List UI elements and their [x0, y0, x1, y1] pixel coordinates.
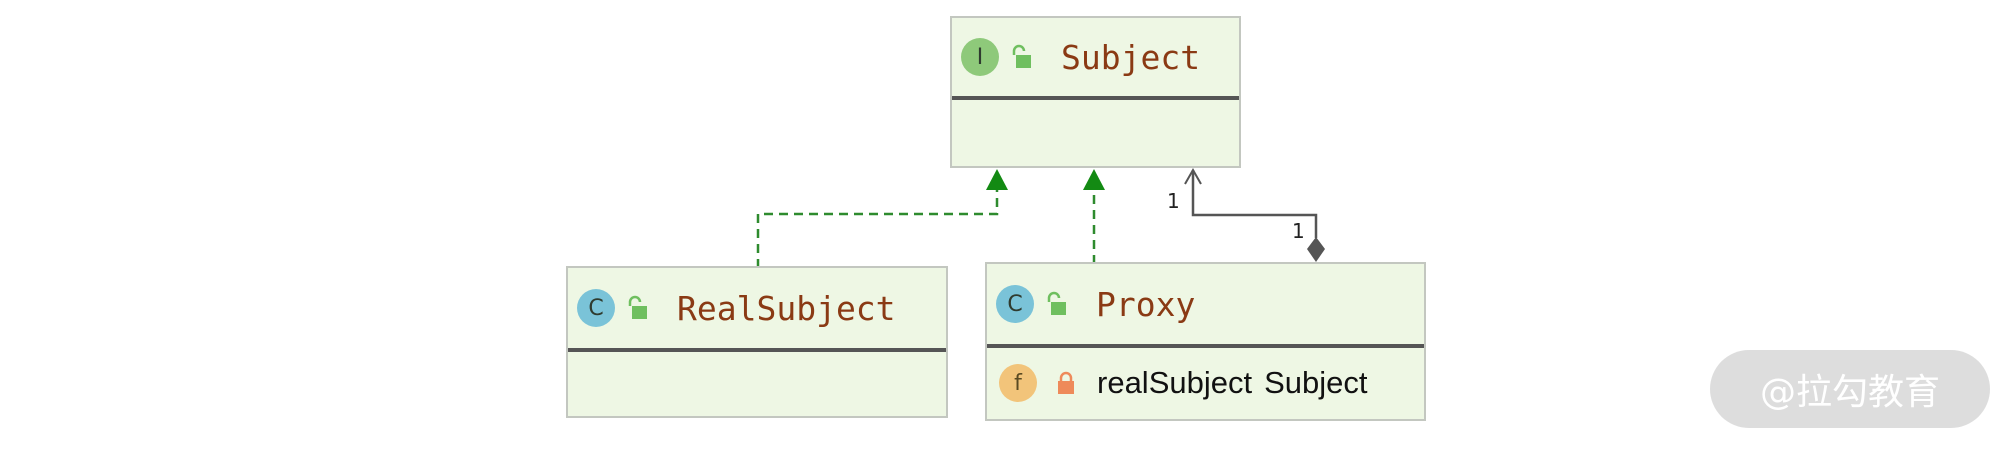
- realsubject-class-box[interactable]: C RealSubject: [566, 266, 948, 418]
- class-badge-icon: C: [996, 285, 1034, 323]
- proxy-class-box[interactable]: C Proxy f realSubject Subject: [985, 262, 1426, 421]
- association-edge: [1191, 170, 1318, 238]
- proxy-header: C Proxy: [987, 264, 1424, 348]
- watermark-text: @拉勾教育: [1759, 372, 1940, 413]
- watermark-badge: @拉勾教育: [1710, 350, 1990, 428]
- association-open-arrowhead: [1184, 167, 1202, 185]
- unlock-icon: [1047, 291, 1066, 315]
- field-badge-icon: f: [999, 364, 1037, 402]
- subject-header: I Subject: [952, 18, 1239, 100]
- field-type: Subject: [1264, 365, 1368, 400]
- field-signature: realSubject Subject: [1097, 365, 1368, 401]
- unlock-icon: [1012, 44, 1031, 68]
- realization-arrowhead-proxy: [1083, 169, 1105, 190]
- unlock-icon: [628, 295, 647, 319]
- realsubject-name: RealSubject: [677, 288, 896, 328]
- composition-diamond: [1307, 237, 1325, 262]
- subject-interface-box[interactable]: I Subject: [950, 16, 1241, 168]
- interface-badge-icon: I: [961, 38, 999, 76]
- class-badge-icon: C: [577, 289, 615, 327]
- field-name: realSubject: [1097, 365, 1253, 400]
- lock-icon: [1058, 371, 1074, 394]
- subject-name: Subject: [1061, 37, 1201, 77]
- proxy-name: Proxy: [1096, 284, 1196, 324]
- realization-edge-realsubject: [756, 188, 999, 268]
- association-source-multiplicity: 1: [1292, 219, 1305, 243]
- realsubject-header: C RealSubject: [568, 268, 946, 352]
- field-row[interactable]: f realSubject Subject: [987, 360, 1424, 406]
- association-target-multiplicity: 1: [1167, 189, 1180, 213]
- realization-arrowhead-realsubject: [986, 169, 1008, 190]
